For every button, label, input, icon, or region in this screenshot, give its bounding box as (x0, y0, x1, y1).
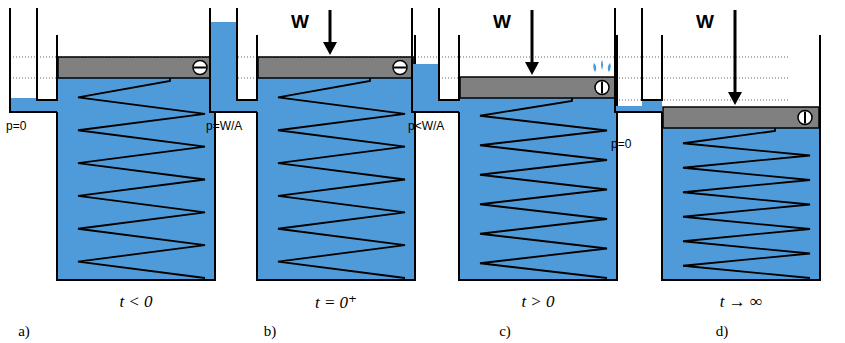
load-arrow (734, 10, 737, 94)
valve-open (804, 112, 806, 124)
spring (278, 78, 405, 278)
piston (58, 57, 214, 78)
panel-c (412, 8, 617, 280)
pressure-label: p<W/A (408, 119, 444, 133)
spring-coil (78, 78, 205, 278)
load-arrow (531, 10, 534, 64)
pressure-label: p=0 (6, 119, 26, 133)
container-wall (412, 8, 617, 280)
container-wall (210, 8, 415, 280)
spring-coil (480, 98, 607, 278)
piston (460, 77, 616, 98)
panel-letter: d) (716, 323, 729, 340)
standpipe-water (615, 128, 642, 129)
valve (798, 111, 812, 125)
panel-letter: b) (264, 323, 277, 340)
time-label: t → ∞ (720, 292, 762, 312)
pressure-label: p=W/A (206, 119, 242, 133)
channel-water (439, 100, 459, 112)
water-jet (593, 60, 611, 72)
load-label: W (493, 11, 511, 33)
piston (663, 107, 819, 128)
panel-letter: a) (18, 323, 30, 340)
valve-open (601, 82, 603, 94)
container-wall (615, 8, 820, 280)
valve (393, 61, 407, 75)
spring (78, 78, 205, 278)
channel-water (642, 100, 662, 112)
spring-coil (683, 128, 810, 278)
pore-water (662, 128, 820, 280)
arrow-head (323, 42, 337, 55)
arrow-head (525, 62, 539, 75)
valve-closed (194, 67, 206, 69)
panel-letter: c) (499, 323, 511, 340)
pressure-label: p=0 (611, 137, 631, 151)
standpipe-water (412, 64, 439, 112)
spring (480, 98, 607, 278)
arrow-head (728, 92, 742, 105)
standpipe-water (210, 22, 237, 112)
piston (258, 57, 414, 78)
panel-b (210, 8, 415, 280)
time-label: t = 0⁺ (315, 292, 357, 313)
container-wall (10, 8, 215, 280)
load-label: W (696, 11, 714, 33)
channel-water (237, 100, 257, 112)
time-label: t < 0 (119, 292, 152, 312)
valve-closed (394, 67, 406, 69)
pore-water (257, 78, 415, 280)
pore-water (459, 98, 617, 280)
channel-water (37, 100, 57, 112)
time-label: t > 0 (521, 292, 554, 312)
panel-d (615, 8, 820, 280)
spring (683, 128, 810, 278)
spring-coil (278, 78, 405, 278)
valve (595, 81, 609, 95)
pore-water (57, 78, 215, 280)
valve (193, 61, 207, 75)
load-arrow (329, 10, 332, 44)
panel-a (10, 8, 215, 280)
standpipe-water (10, 98, 37, 112)
load-label: W (291, 11, 309, 33)
